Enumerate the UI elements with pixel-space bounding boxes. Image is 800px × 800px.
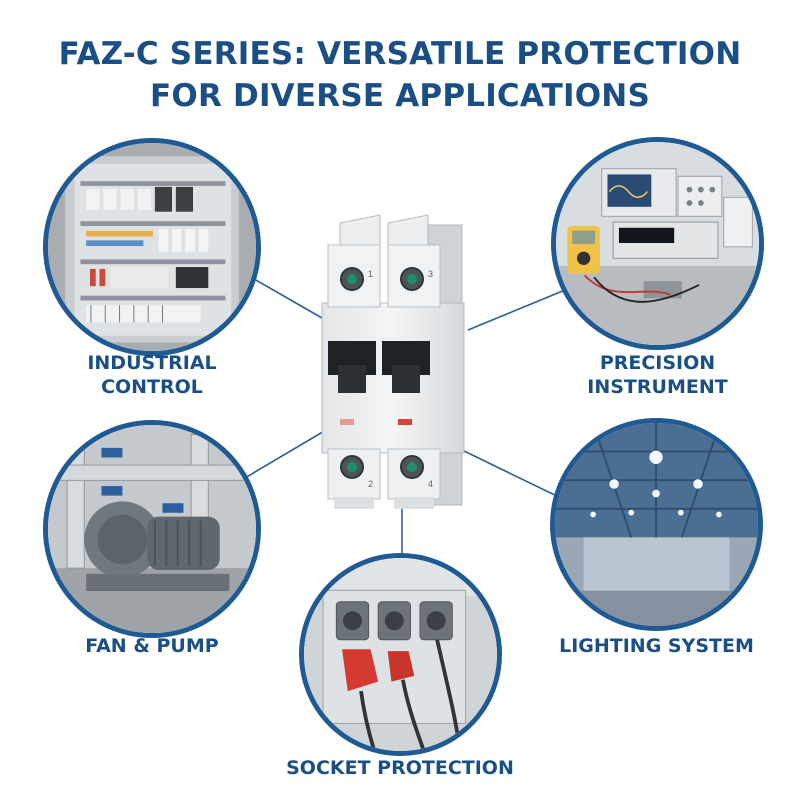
industrial-control-label: INDUSTRIAL CONTROL (43, 351, 261, 399)
connector-precision (467, 289, 566, 331)
precision-instrument-label-line-2: INSTRUMENT (587, 376, 728, 398)
faz-c-breaker: 1 3 2 4 (321, 214, 465, 509)
page-title-line-2: FOR DIVERSE APPLICATIONS (150, 78, 650, 114)
connector-lighting (461, 449, 566, 501)
breaker-terminal-bottom (340, 455, 424, 479)
page-title-line-1: FAZ-C SERIES: VERSATILE PROTECTION (58, 36, 742, 72)
breaker-terminal-label-3: 3 (428, 269, 433, 279)
precision-instrument-image (551, 137, 764, 350)
precision-instrument-label: PRECISION INSTRUMENT (551, 351, 764, 399)
industrial-control-label-line-2: CONTROL (101, 376, 203, 398)
lighting-system-label: LIGHTING SYSTEM (559, 635, 754, 657)
lighting-system-image (550, 418, 763, 631)
breaker-terminal-top (340, 267, 424, 291)
socket-protection-image (299, 553, 502, 756)
breaker-terminal-label-4: 4 (428, 479, 433, 489)
breaker-terminal-label-1: 1 (368, 269, 373, 279)
precision-instrument-label-line-1: PRECISION (599, 352, 716, 374)
socket-protection-label: SOCKET PROTECTION (286, 757, 514, 779)
industrial-control-label-line-1: INDUSTRIAL (87, 352, 217, 374)
fan-pump-image (43, 420, 261, 638)
fan-pump-label: FAN & PUMP (85, 635, 219, 657)
industrial-control-image (43, 138, 261, 356)
breaker-terminal-label-2: 2 (368, 479, 373, 489)
